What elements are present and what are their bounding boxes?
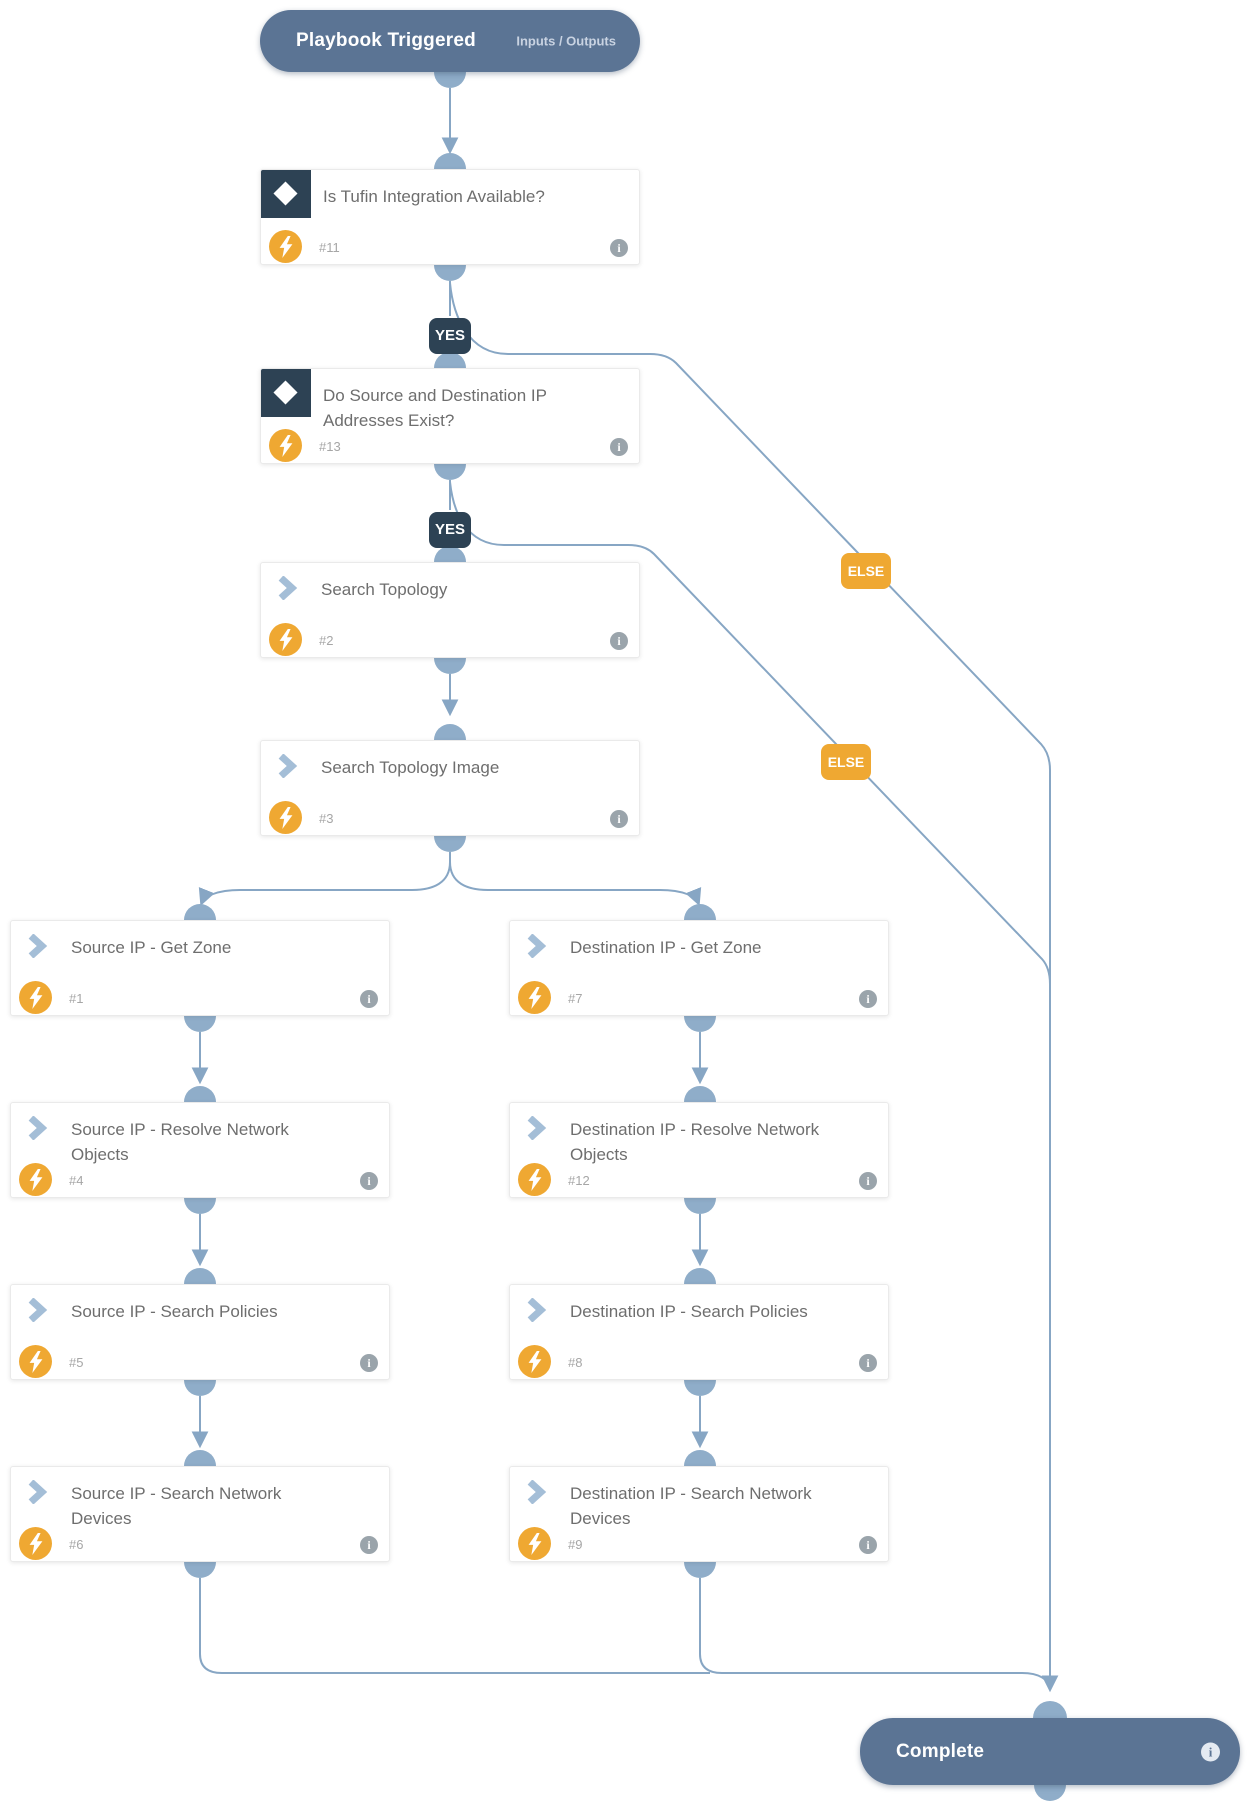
inputs-outputs-link[interactable]: Inputs / Outputs bbox=[516, 33, 616, 49]
chevron-icon bbox=[27, 1115, 49, 1141]
info-icon[interactable] bbox=[610, 239, 628, 257]
node-id: #12 bbox=[568, 1173, 590, 1188]
condition-icon-box bbox=[261, 369, 311, 417]
node-title: Do Source and Destination IP Addresses E… bbox=[323, 386, 547, 430]
node-id: #1 bbox=[69, 991, 84, 1006]
node-title: Search Topology bbox=[321, 580, 448, 599]
info-icon[interactable] bbox=[859, 1354, 877, 1372]
node-title: Source IP - Get Zone bbox=[71, 938, 232, 957]
else-badge: ELSE bbox=[821, 744, 871, 780]
task-node[interactable]: Destination IP - Search Network Devices … bbox=[509, 1466, 889, 1562]
lightning-icon bbox=[269, 429, 302, 462]
chevron-icon bbox=[526, 1115, 548, 1141]
info-icon[interactable] bbox=[859, 1536, 877, 1554]
info-icon[interactable] bbox=[859, 990, 877, 1008]
chevron-icon bbox=[526, 933, 548, 959]
node-title: Source IP - Resolve Network Objects bbox=[71, 1120, 289, 1164]
edge-bottom-left bbox=[199, 1578, 710, 1674]
edge-else-2 bbox=[449, 481, 1051, 985]
playbook-start-node[interactable]: Playbook Triggered Inputs / Outputs bbox=[260, 10, 640, 72]
yes-badge: YES bbox=[429, 318, 471, 354]
task-node[interactable]: Source IP - Get Zone #1 bbox=[10, 920, 390, 1016]
task-node[interactable]: Destination IP - Search Policies #8 bbox=[509, 1284, 889, 1380]
chevron-icon bbox=[277, 575, 299, 601]
node-title: Destination IP - Get Zone bbox=[570, 938, 762, 957]
node-title: Search Topology Image bbox=[321, 758, 500, 777]
complete-label: Complete bbox=[896, 1740, 985, 1762]
node-id: #7 bbox=[568, 991, 583, 1006]
info-icon[interactable] bbox=[360, 1172, 378, 1190]
start-label: Playbook Triggered bbox=[296, 30, 476, 51]
task-node[interactable]: Destination IP - Resolve Network Objects… bbox=[509, 1102, 889, 1198]
lightning-icon bbox=[518, 1345, 551, 1378]
node-id: #8 bbox=[568, 1355, 583, 1370]
node-title: Destination IP - Resolve Network Objects bbox=[570, 1120, 820, 1164]
info-icon[interactable] bbox=[360, 1354, 378, 1372]
lightning-icon bbox=[269, 230, 302, 263]
condition-node[interactable]: Is Tufin Integration Available? #11 bbox=[260, 169, 640, 265]
node-id: #5 bbox=[69, 1355, 84, 1370]
edge-split-right bbox=[449, 861, 702, 906]
info-icon[interactable] bbox=[1201, 1742, 1220, 1761]
lightning-icon bbox=[269, 801, 302, 834]
lightning-icon bbox=[518, 1527, 551, 1560]
diamond-icon bbox=[273, 181, 298, 206]
lightning-icon bbox=[518, 1163, 551, 1196]
node-id: #2 bbox=[319, 633, 334, 648]
node-id: #11 bbox=[319, 240, 340, 255]
playbook-complete-node[interactable]: Complete bbox=[860, 1718, 1240, 1785]
node-id: #13 bbox=[319, 439, 341, 454]
task-node[interactable]: Search Topology Image #3 bbox=[260, 740, 640, 836]
task-node[interactable]: Destination IP - Get Zone #7 bbox=[509, 920, 889, 1016]
node-id: #3 bbox=[319, 811, 334, 826]
node-id: #6 bbox=[69, 1537, 84, 1552]
node-title: Destination IP - Search Network Devices bbox=[570, 1484, 812, 1528]
connector-domes bbox=[184, 72, 1067, 1801]
node-id: #9 bbox=[568, 1537, 583, 1552]
chevron-icon bbox=[526, 1479, 548, 1505]
condition-icon-box bbox=[261, 170, 311, 218]
chevron-icon bbox=[277, 753, 299, 779]
node-id: #4 bbox=[69, 1173, 84, 1188]
node-title: Destination IP - Search Policies bbox=[570, 1302, 808, 1321]
node-title: Is Tufin Integration Available? bbox=[323, 187, 545, 206]
task-node[interactable]: Source IP - Search Policies #5 bbox=[10, 1284, 390, 1380]
yes-badge: YES bbox=[429, 512, 471, 548]
chevron-icon bbox=[27, 933, 49, 959]
task-node[interactable]: Source IP - Search Network Devices #6 bbox=[10, 1466, 390, 1562]
lightning-icon bbox=[518, 981, 551, 1014]
edge-split-left bbox=[198, 852, 451, 906]
else-badge: ELSE bbox=[841, 553, 891, 589]
lightning-icon bbox=[269, 623, 302, 656]
info-icon[interactable] bbox=[859, 1172, 877, 1190]
info-icon[interactable] bbox=[360, 1536, 378, 1554]
task-node[interactable]: Source IP - Resolve Network Objects #4 bbox=[10, 1102, 390, 1198]
lightning-icon bbox=[19, 981, 52, 1014]
task-node[interactable]: Search Topology #2 bbox=[260, 562, 640, 658]
chevron-icon bbox=[526, 1297, 548, 1323]
chevron-icon bbox=[27, 1297, 49, 1323]
condition-node[interactable]: Do Source and Destination IP Addresses E… bbox=[260, 368, 640, 464]
chevron-icon bbox=[27, 1479, 49, 1505]
edge-bottom-right bbox=[699, 1578, 1051, 1688]
node-title: Source IP - Search Network Devices bbox=[71, 1484, 282, 1528]
info-icon[interactable] bbox=[610, 438, 628, 456]
info-icon[interactable] bbox=[360, 990, 378, 1008]
lightning-icon bbox=[19, 1527, 52, 1560]
node-title: Source IP - Search Policies bbox=[71, 1302, 278, 1321]
lightning-icon bbox=[19, 1163, 52, 1196]
info-icon[interactable] bbox=[610, 632, 628, 650]
info-icon[interactable] bbox=[610, 810, 628, 828]
diamond-icon bbox=[273, 380, 298, 405]
lightning-icon bbox=[19, 1345, 52, 1378]
